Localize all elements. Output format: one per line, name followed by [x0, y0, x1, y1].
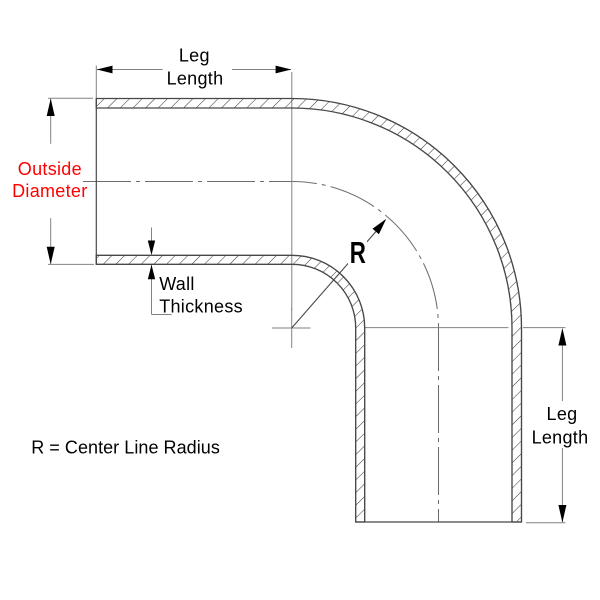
svg-text:Diameter: Diameter [12, 181, 87, 201]
svg-text:Leg: Leg [179, 46, 210, 66]
svg-text:Length: Length [167, 68, 224, 88]
svg-text:Length: Length [532, 427, 589, 447]
svg-text:R = Center Line Radius: R = Center Line Radius [31, 437, 220, 457]
svg-text:Outside: Outside [18, 159, 82, 179]
svg-text:Leg: Leg [547, 404, 578, 424]
svg-text:R: R [350, 235, 366, 269]
svg-text:Thickness: Thickness [159, 296, 243, 316]
svg-text:Wall: Wall [159, 274, 195, 294]
